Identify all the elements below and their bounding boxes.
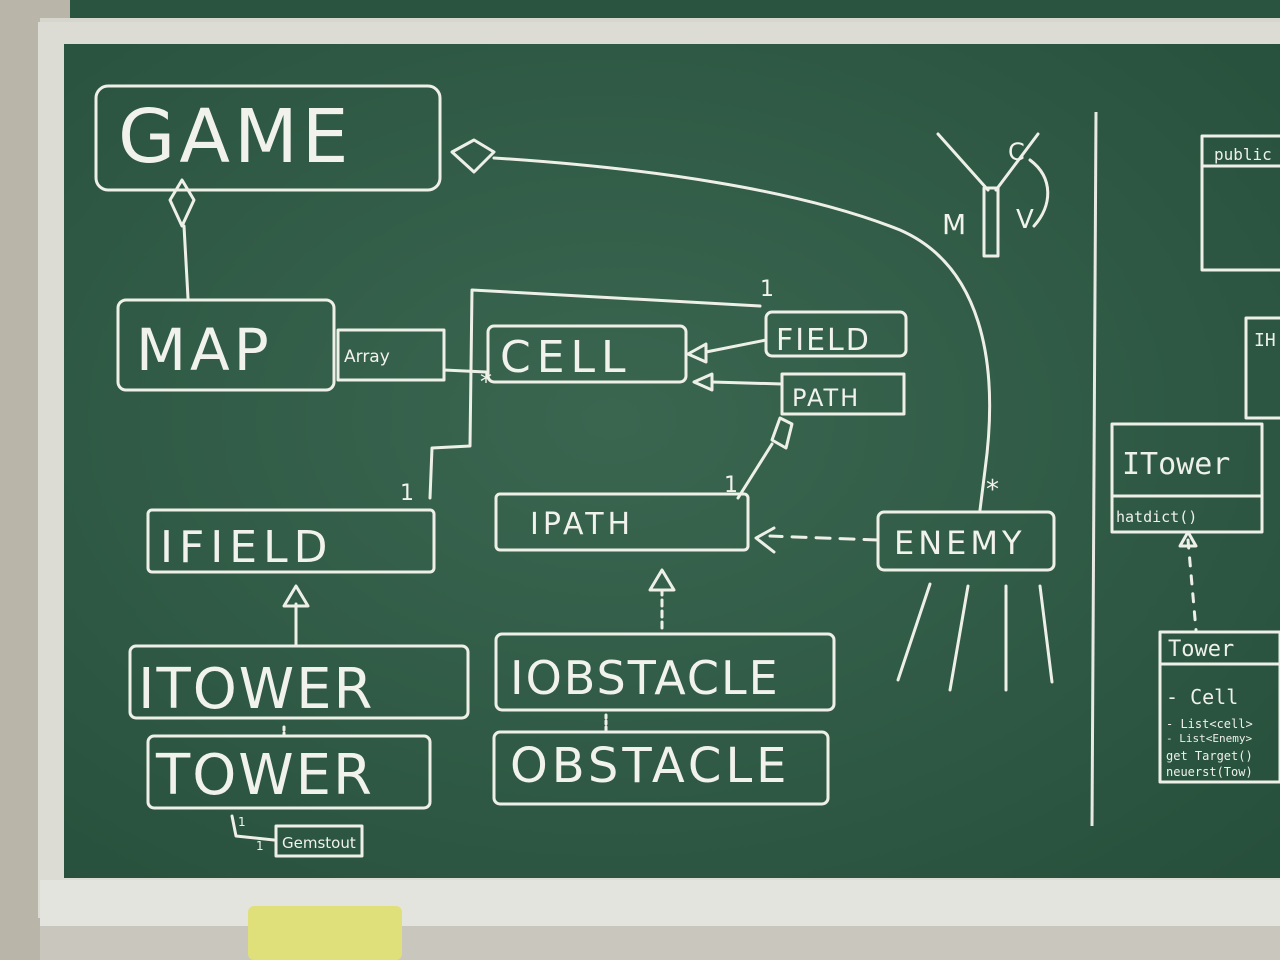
right-tower-row-3: - List<Enemy> — [1166, 732, 1252, 745]
ipath-box — [494, 492, 750, 552]
ifield-box — [146, 508, 436, 574]
mult-map-cell: * — [480, 368, 492, 396]
game-label: GAME — [118, 94, 353, 180]
right-tower-row-4: get Target() — [1166, 749, 1253, 763]
tower-label: TOWER — [155, 743, 374, 808]
itower-label: ITOWER — [138, 657, 374, 722]
right-tower-title: Tower — [1168, 637, 1234, 662]
mvc-line-left — [936, 132, 990, 192]
right-itower-method: hatdict() — [1116, 508, 1197, 526]
mult-ipath: 1 — [724, 473, 738, 498]
right-mid-box-fragment: IH — [1254, 330, 1276, 351]
obstacle-box — [492, 730, 830, 806]
mult-game-enemy: * — [986, 475, 999, 505]
board-divider — [1090, 111, 1098, 827]
mvc-v-label: V — [1016, 205, 1034, 235]
field-cell-link — [704, 338, 768, 354]
mvc-c-label: C — [1008, 138, 1025, 166]
map-cell-link — [442, 368, 488, 374]
path-label: PATH — [792, 384, 860, 412]
cell-box — [486, 324, 688, 384]
game-map-link — [182, 224, 190, 300]
mult-gemstout-top: 1 — [238, 815, 246, 829]
iobstacle-label: IOBSTACLE — [510, 651, 780, 705]
right-mid-box — [1244, 316, 1280, 420]
field-box — [764, 310, 908, 358]
itower-box — [128, 644, 470, 720]
obstacle-label: OBSTACLE — [510, 738, 791, 794]
enemy-leg-2 — [948, 584, 970, 692]
path-ipath-diamond — [770, 416, 794, 450]
enemy-leg-4 — [1038, 584, 1054, 684]
path-cell-arrowhead — [692, 372, 714, 392]
sponge — [248, 906, 402, 960]
enemy-leg-1 — [896, 582, 932, 682]
array-label: Array — [344, 347, 390, 367]
enemy-ipath-arrowhead — [754, 526, 776, 554]
right-itower-title: ITower — [1122, 447, 1230, 482]
board-surface — [64, 44, 1280, 878]
gemstout-label: Gemstout — [282, 834, 356, 852]
cell-ifield-assoc — [428, 288, 762, 500]
gemstout-box — [274, 824, 364, 858]
right-top-box — [1200, 134, 1280, 272]
array-qualifier-box — [336, 328, 446, 382]
ifield-label: IFIELD — [160, 522, 333, 573]
mult-gemstout-bottom: 1 — [256, 839, 264, 853]
mult-cell-field: 1 — [760, 277, 774, 302]
itower-ifield-arrowhead — [282, 584, 310, 608]
ipath-label: IPATH — [530, 507, 634, 542]
mvc-m-label: M — [942, 208, 966, 241]
game-map-diamond — [168, 178, 196, 228]
right-tower-row-5: neuerst(Tow) — [1166, 765, 1253, 779]
iobstacle-ipath-arrowhead — [648, 568, 676, 592]
field-label: FIELD — [776, 323, 871, 358]
iobstacle-box — [494, 632, 836, 712]
game-enemy-link — [492, 156, 992, 512]
path-box — [780, 372, 906, 416]
field-cell-arrowhead — [686, 342, 708, 364]
game-box — [94, 84, 442, 192]
right-top-box-title: public — [1214, 145, 1272, 164]
gemstout-link — [230, 814, 276, 842]
mvc-arc — [1028, 158, 1050, 228]
enemy-ipath-dependency — [768, 534, 880, 542]
tower-box — [146, 734, 432, 810]
path-ipath-link — [736, 442, 774, 500]
enemy-label: ENEMY — [894, 524, 1026, 562]
mvc-stem — [982, 186, 1000, 258]
path-cell-link — [710, 380, 784, 386]
mvc-line-right — [994, 132, 1040, 192]
map-box — [116, 298, 336, 392]
game-enemy-diamond — [450, 138, 496, 174]
right-generalization-arrowhead — [1178, 530, 1198, 548]
chalk-tray — [40, 880, 1280, 928]
right-tower-row-1: - Cell — [1166, 685, 1238, 709]
right-tower-box — [1158, 630, 1280, 784]
cell-label: CELL — [500, 332, 632, 383]
mult-ifield: 1 — [400, 481, 414, 506]
right-tower-row-2: - List<cell> — [1166, 717, 1253, 731]
map-label: MAP — [136, 316, 273, 384]
